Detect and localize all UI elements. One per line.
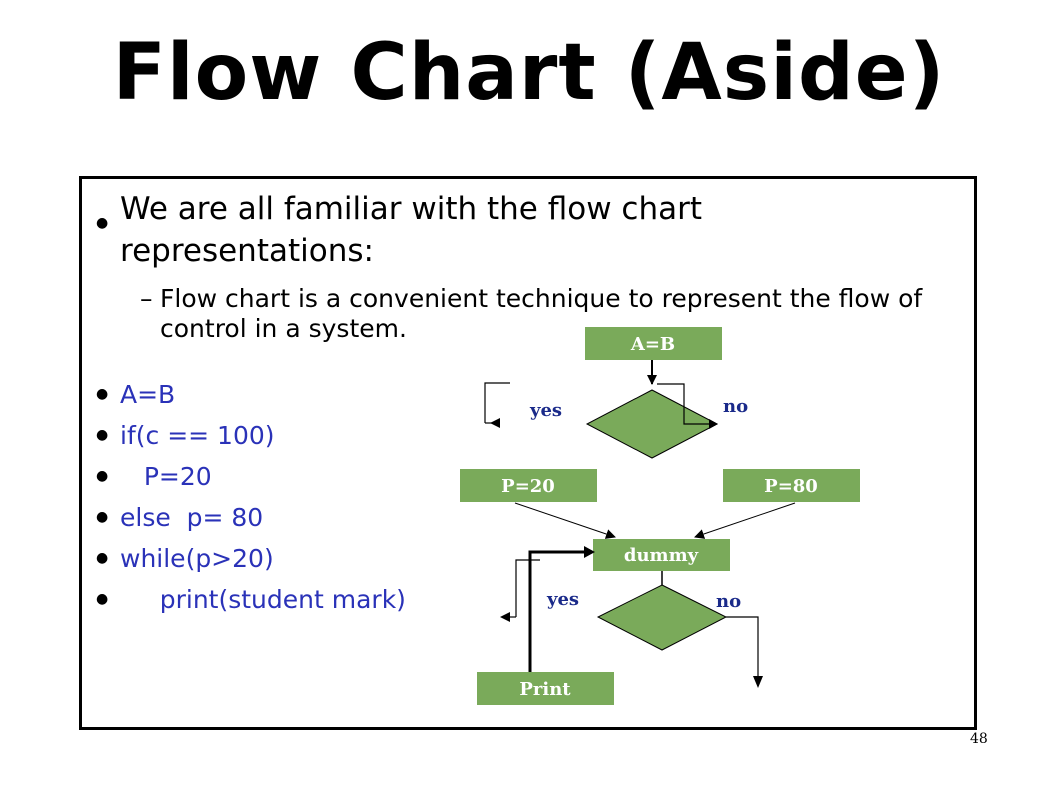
bullet-sub: – Flow chart is a convenient technique t… <box>130 284 960 344</box>
no-path-1 <box>657 383 710 425</box>
no-label-2: no <box>716 591 741 612</box>
flow-box-dummy <box>593 539 730 571</box>
yes-bracket-1 <box>484 382 510 423</box>
flow-box-print-label: Print <box>519 679 571 700</box>
code-line: ●A=B <box>96 374 406 415</box>
bullet-sub-text: Flow chart is a convenient technique to … <box>160 284 923 343</box>
bullet-dot-icon: ● <box>96 215 109 231</box>
bullet-main: ● We are all familiar with the flow char… <box>96 188 856 272</box>
bullet-dot-icon: ● <box>96 550 109 566</box>
code-line: ● P=20 <box>96 456 406 497</box>
no-arrowhead-1 <box>709 419 718 429</box>
decision-diamond-2 <box>596 584 728 651</box>
code-line: ●else p= 80 <box>96 497 406 538</box>
arrow-p20-to-dummy <box>514 502 616 539</box>
bullet-dot-icon: ● <box>96 427 109 443</box>
flow-box-p80 <box>723 469 860 502</box>
yes-label-1: yes <box>529 400 562 421</box>
no-label-1: no <box>723 396 748 417</box>
bullet-dot-icon: ● <box>96 591 109 607</box>
yes-bracket-2 <box>515 559 540 617</box>
code-line: ●if(c == 100) <box>96 415 406 456</box>
bullet-dot-icon: ● <box>96 509 109 525</box>
arrow-p80-to-dummy <box>694 502 796 539</box>
yes-arrowhead-1 <box>490 418 500 428</box>
no-path-2 <box>726 616 759 678</box>
bullet-dot-icon: ● <box>96 386 109 402</box>
yes-arrowhead-2 <box>500 612 510 622</box>
content-frame <box>79 176 977 730</box>
loop-back-path <box>528 550 586 672</box>
code-line: ● print(student mark) <box>96 579 406 620</box>
flow-box-p20-label: P=20 <box>501 476 555 497</box>
loop-back-arrowhead <box>584 546 595 558</box>
flow-box-a-label: A=B <box>630 334 675 355</box>
code-line: ●while(p>20) <box>96 538 406 579</box>
yes-label-2: yes <box>546 589 579 610</box>
page-number: 48 <box>970 731 988 747</box>
bullet-dot-icon: ● <box>96 468 109 484</box>
dash-icon: – <box>140 284 153 313</box>
flow-box-dummy-label: dummy <box>624 545 699 566</box>
flow-box-p20 <box>460 469 597 502</box>
flow-box-print <box>477 672 614 705</box>
flow-box-p80-label: P=80 <box>764 476 818 497</box>
bullet-main-text: We are all familiar with the flow chart … <box>120 191 703 269</box>
no-arrowhead-2 <box>753 676 763 688</box>
slide-title: Flow Chart (Aside) <box>112 28 946 118</box>
code-list: ●A=B ●if(c == 100) ● P=20 ●else p= 80 ●w… <box>96 374 406 620</box>
flow-box-a <box>585 327 722 360</box>
